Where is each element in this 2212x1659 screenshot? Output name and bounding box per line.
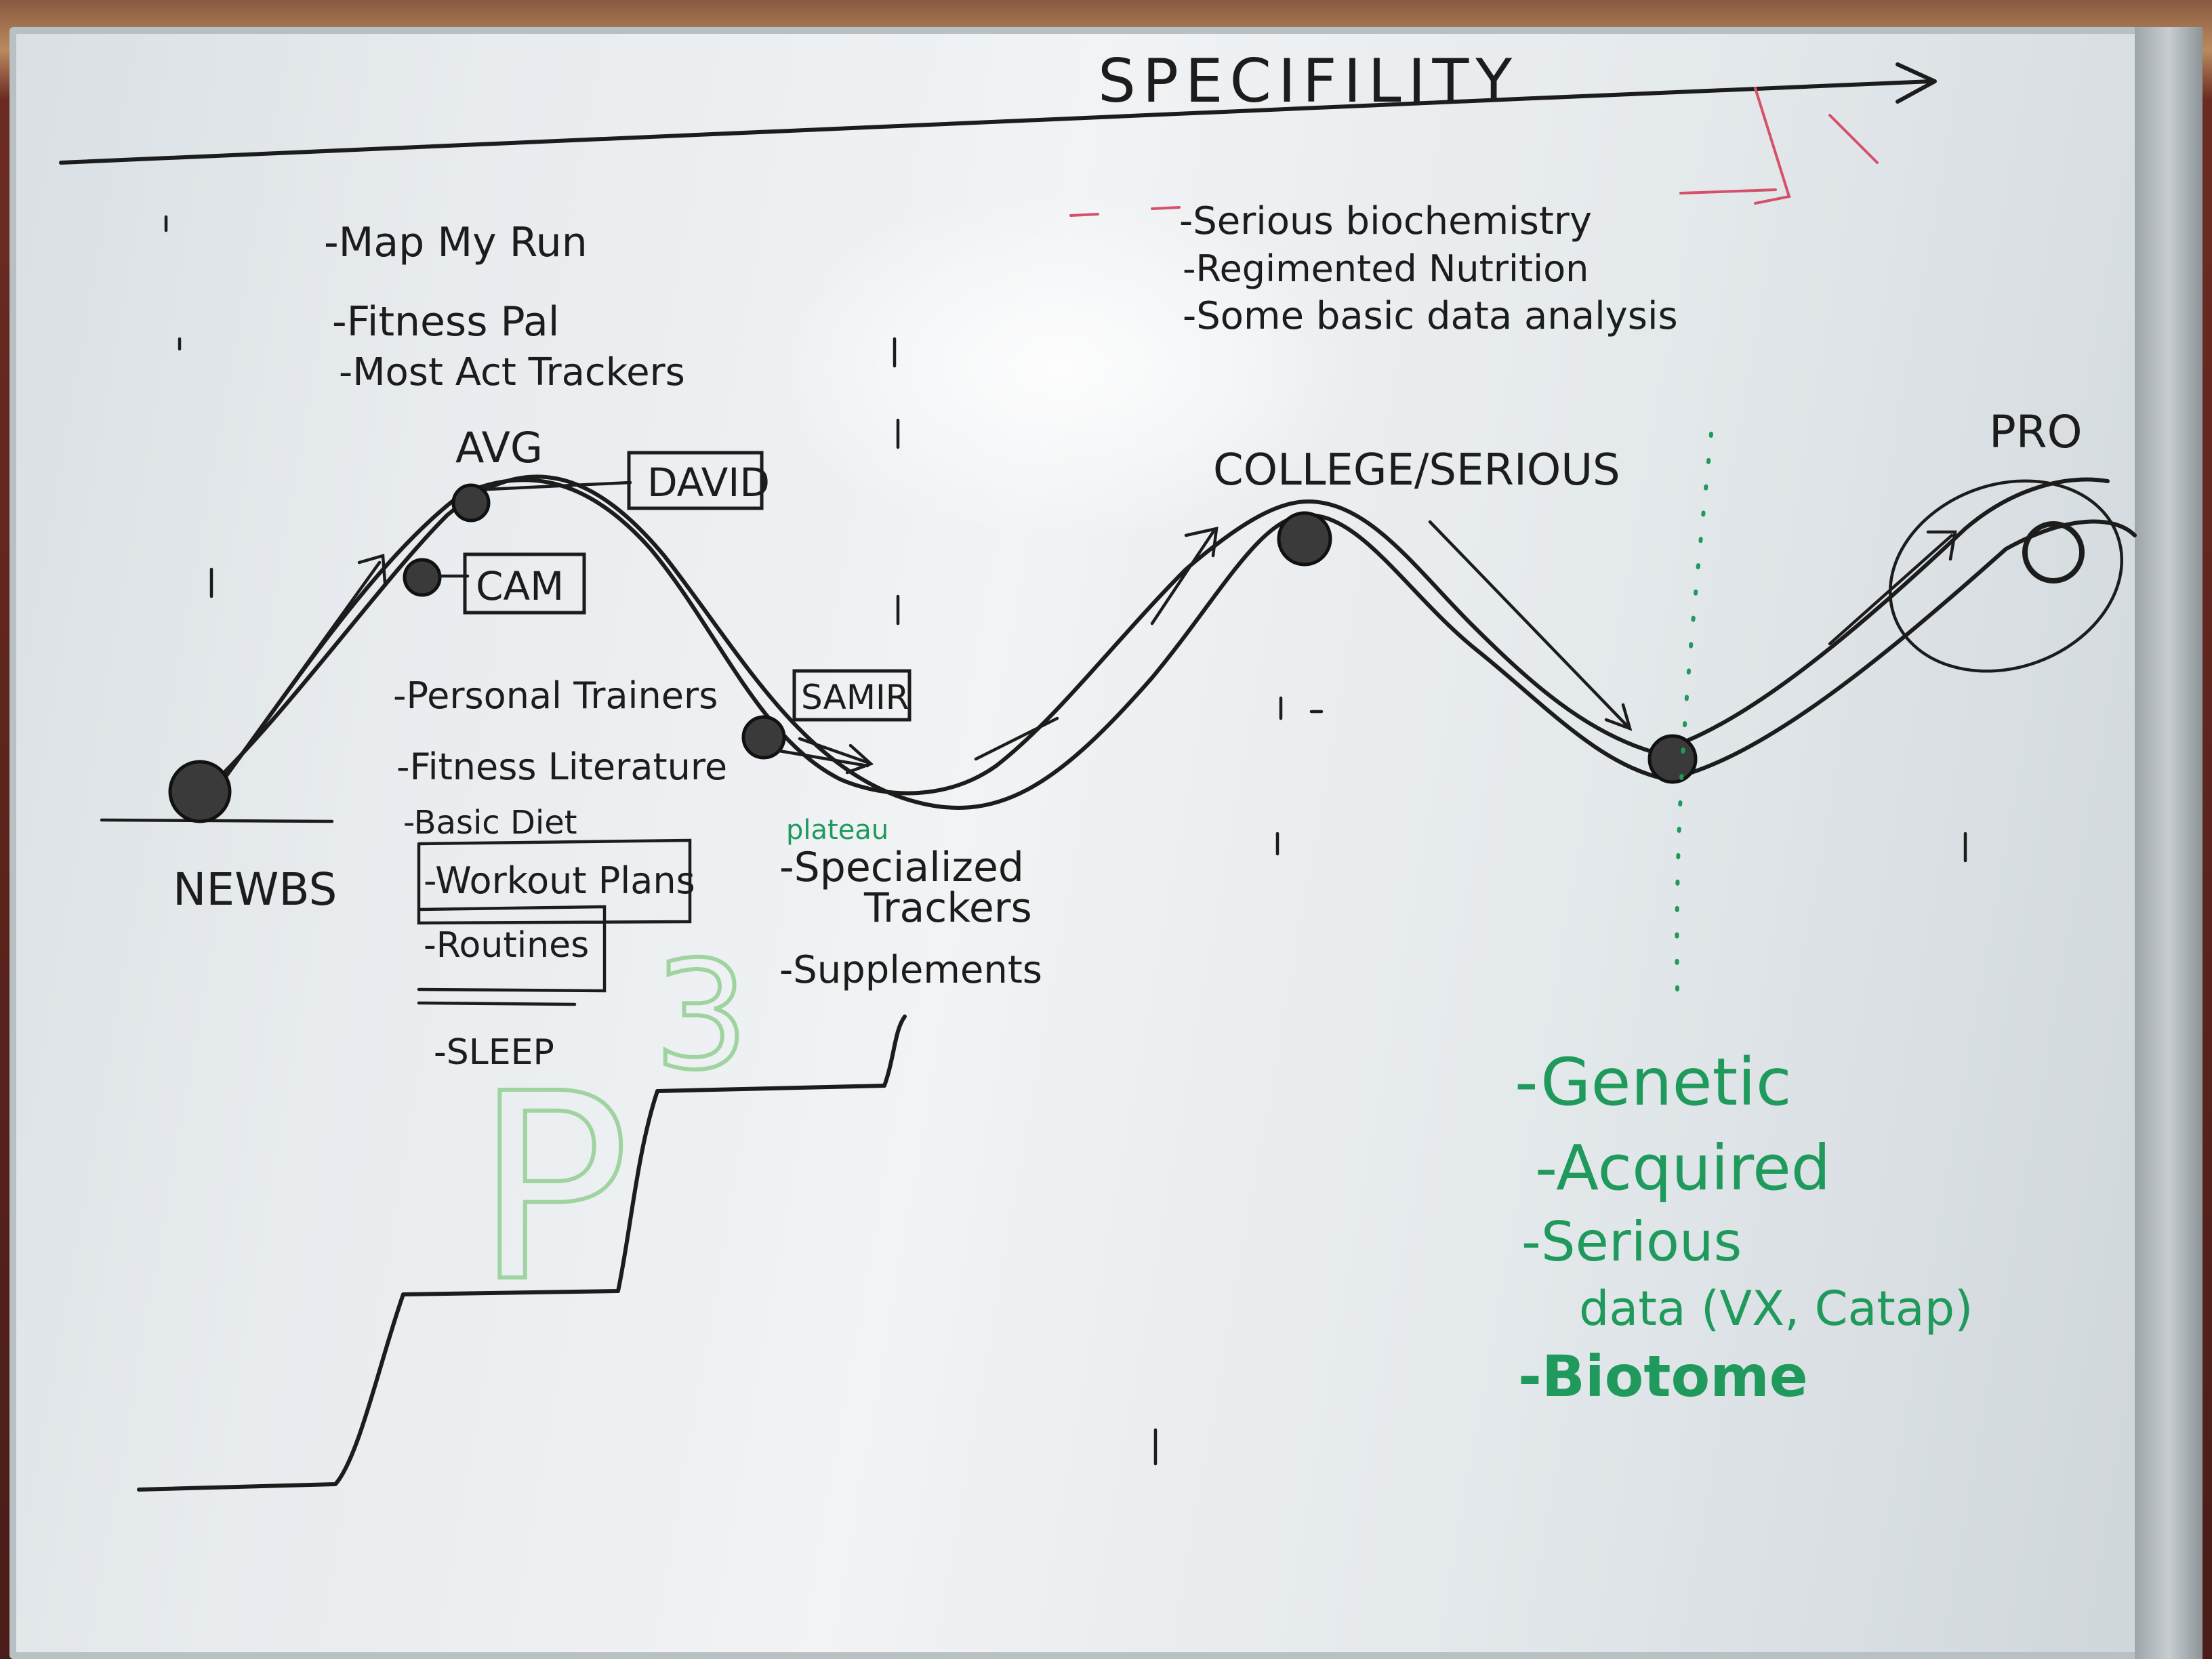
- stage-newbs: NEWBS: [173, 863, 337, 916]
- samir-box: [792, 669, 912, 722]
- light-glare: [759, 190, 1369, 542]
- cam-label: CAM: [476, 563, 564, 609]
- whiteboard-frame: [2135, 27, 2203, 1659]
- samir-arrow: [777, 749, 869, 768]
- college-ball: [1277, 511, 1332, 567]
- david-box: [627, 451, 764, 510]
- pro-stage-ball: [1647, 734, 1698, 784]
- pro-ball: [2022, 521, 2085, 583]
- plateau-label: plateau: [786, 815, 888, 846]
- avg-tools-list: -Map My Run -Fitness Pal -Most Act Track…: [324, 219, 685, 394]
- avg-tool: -Fitness Pal: [332, 298, 559, 346]
- newbs-ball: [168, 760, 232, 823]
- ground-line: [100, 818, 334, 823]
- resource-item: -SLEEP: [434, 1032, 554, 1073]
- red-marks: [1069, 87, 1879, 217]
- pro-loop: [1888, 479, 2124, 673]
- plateau-item: Trackers: [863, 884, 1032, 932]
- specificity-axis: [59, 62, 1937, 165]
- pro-divider: [1675, 432, 1713, 991]
- resource-item: -Routines: [424, 925, 589, 966]
- college-note: -Some basic data analysis: [1183, 294, 1678, 338]
- resource-item: -Personal Trainers: [393, 674, 718, 717]
- avg-tool: -Most Act Trackers: [339, 350, 685, 394]
- staircase: [137, 1015, 907, 1492]
- pro-note: -Genetic: [1515, 1044, 1792, 1120]
- college-note: -Serious biochemistry: [1179, 199, 1592, 243]
- stage-pro: PRO: [1989, 406, 2083, 458]
- david-ball: [451, 483, 491, 523]
- direction-arrows: [255, 520, 1957, 775]
- plateau-resources-list: -Specialized Trackers -Supplements: [779, 844, 1042, 992]
- pro-note: -Acquired: [1535, 1132, 1830, 1204]
- samir-ball: [741, 715, 786, 760]
- resource-item: -Basic Diet: [403, 804, 577, 842]
- resource-item: -Workout Plans: [424, 859, 695, 902]
- letter-p: P: [474, 1038, 630, 1338]
- name-leaders: [438, 480, 632, 578]
- cam-box: [463, 552, 586, 615]
- plateau-item: -Specialized: [779, 844, 1024, 891]
- newbs-resources-list: -Personal Trainers -Fitness Literature -…: [393, 674, 727, 1073]
- cam-ball: [403, 558, 442, 597]
- pro-note: data (VX, Catap): [1579, 1281, 1973, 1336]
- balls: [168, 483, 2085, 823]
- college-notes-list: -Serious biochemistry -Regimented Nutrit…: [1179, 199, 1678, 338]
- letter-three: 3: [654, 929, 749, 1103]
- pro-notes-list: -Genetic -Acquired -Serious data (VX, Ca…: [1515, 1044, 1973, 1410]
- resource-brackets: [417, 838, 692, 1006]
- college-note: -Regimented Nutrition: [1183, 247, 1589, 290]
- david-label: DAVID: [647, 459, 770, 506]
- avg-tool: -Map My Run: [324, 219, 588, 266]
- resource-item: -Fitness Literature: [396, 745, 727, 788]
- stage-college: COLLEGE/SERIOUS: [1213, 445, 1620, 495]
- samir-label: SAMIR: [801, 678, 909, 717]
- pro-note: -Serious: [1521, 1210, 1742, 1273]
- axis-title: SPECIFILITY: [1098, 46, 1519, 116]
- plateau-item: -Supplements: [779, 948, 1042, 992]
- stage-avg: AVG: [455, 423, 543, 472]
- pro-note: -Biotome: [1518, 1343, 1808, 1410]
- tick-marks: [164, 215, 1967, 1466]
